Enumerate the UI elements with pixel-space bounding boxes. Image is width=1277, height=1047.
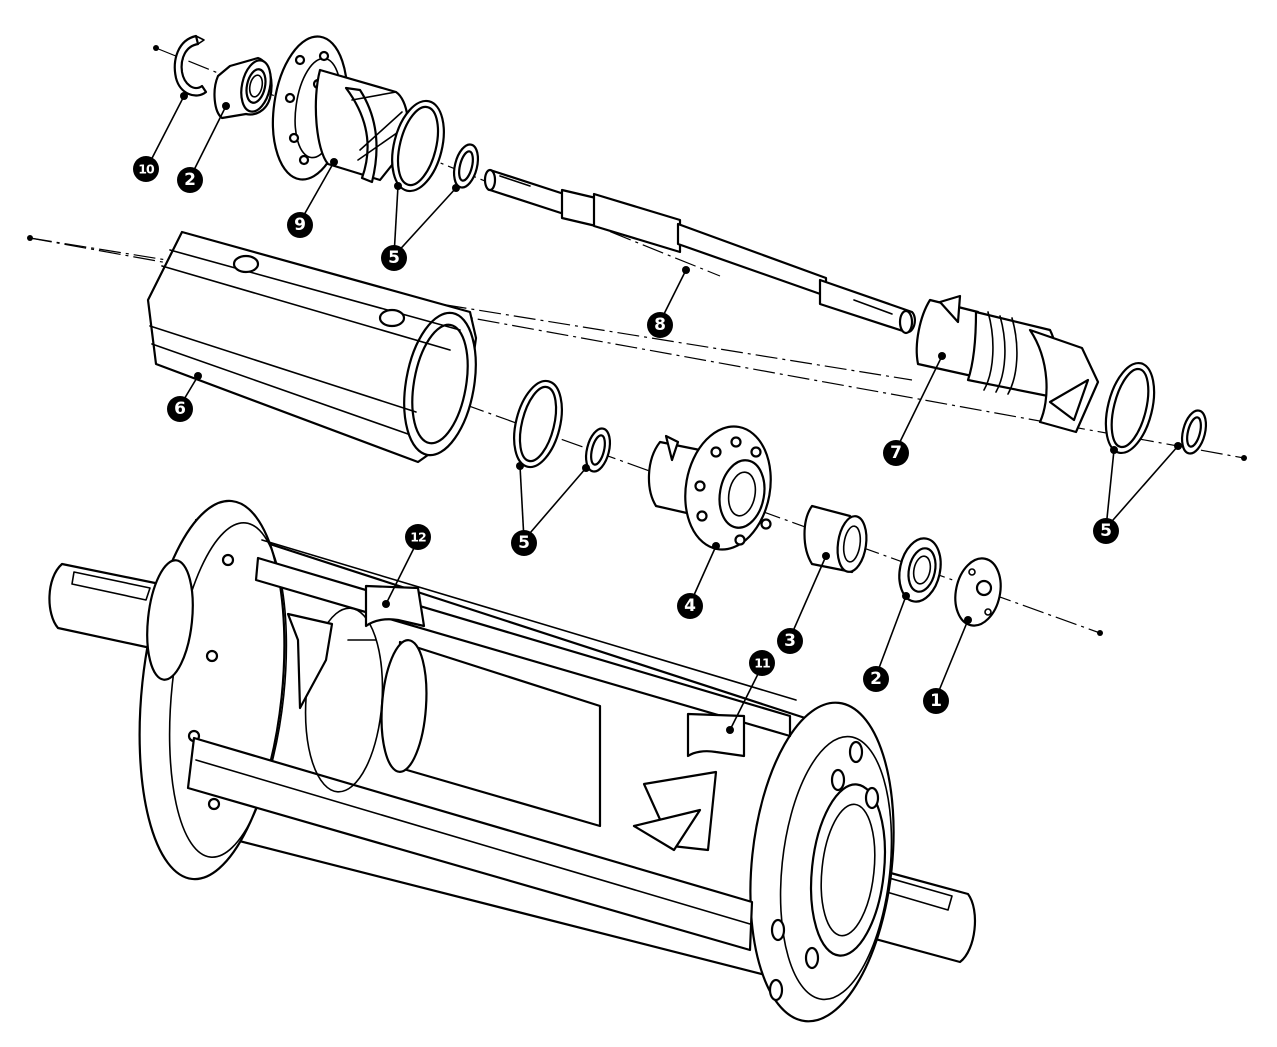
- bushing-part: [803, 504, 868, 574]
- leader-lines: [147, 92, 1182, 734]
- callout-2-lower: 2: [863, 666, 889, 692]
- callout-9: 9: [287, 212, 313, 238]
- o-rings-middle: [513, 379, 612, 473]
- rotor-body-part: [146, 230, 478, 464]
- cam-end-part: [915, 294, 1100, 434]
- bearing-top-part: [213, 56, 273, 120]
- svg-text:7: 7: [890, 443, 902, 463]
- o-rings-top: [391, 99, 480, 193]
- bearing-lower-part: [898, 537, 942, 603]
- callout-2-top: 2: [177, 167, 203, 193]
- flange-cam-part: [271, 35, 410, 184]
- flange-lower-part: [647, 425, 772, 551]
- svg-text:2: 2: [870, 669, 882, 689]
- callout-7: 7: [883, 440, 909, 466]
- callout-6: 6: [167, 396, 193, 422]
- svg-text:5: 5: [388, 248, 400, 268]
- callout-5-top: 5: [381, 245, 407, 271]
- end-cap-part: [954, 557, 1002, 627]
- svg-text:3: 3: [784, 631, 796, 651]
- svg-text:10: 10: [138, 162, 155, 177]
- callout-8: 8: [647, 312, 673, 338]
- callout-11: 11: [749, 650, 775, 676]
- callout-badges: 10 2 9 5 8 6 7 5 5 4 3 2: [133, 156, 1119, 714]
- svg-text:4: 4: [684, 596, 696, 616]
- callout-5-right: 5: [1093, 518, 1119, 544]
- svg-text:6: 6: [174, 399, 186, 419]
- callout-3: 3: [777, 628, 803, 654]
- svg-text:9: 9: [294, 215, 306, 235]
- callout-4: 4: [677, 593, 703, 619]
- svg-text:12: 12: [410, 530, 426, 545]
- svg-text:1: 1: [930, 691, 942, 711]
- svg-text:8: 8: [654, 315, 666, 335]
- callout-1: 1: [923, 688, 949, 714]
- o-rings-right: [1104, 361, 1208, 455]
- callout-5-middle: 5: [511, 530, 537, 556]
- callout-12: 12: [405, 524, 431, 550]
- svg-text:5: 5: [518, 533, 530, 553]
- svg-text:2: 2: [184, 170, 196, 190]
- snap-ring-part: [173, 34, 208, 97]
- callout-10: 10: [133, 156, 159, 182]
- svg-text:11: 11: [754, 656, 770, 671]
- shaft-part: [483, 168, 916, 335]
- assembled-unit: [48, 499, 976, 1023]
- svg-text:5: 5: [1100, 521, 1112, 541]
